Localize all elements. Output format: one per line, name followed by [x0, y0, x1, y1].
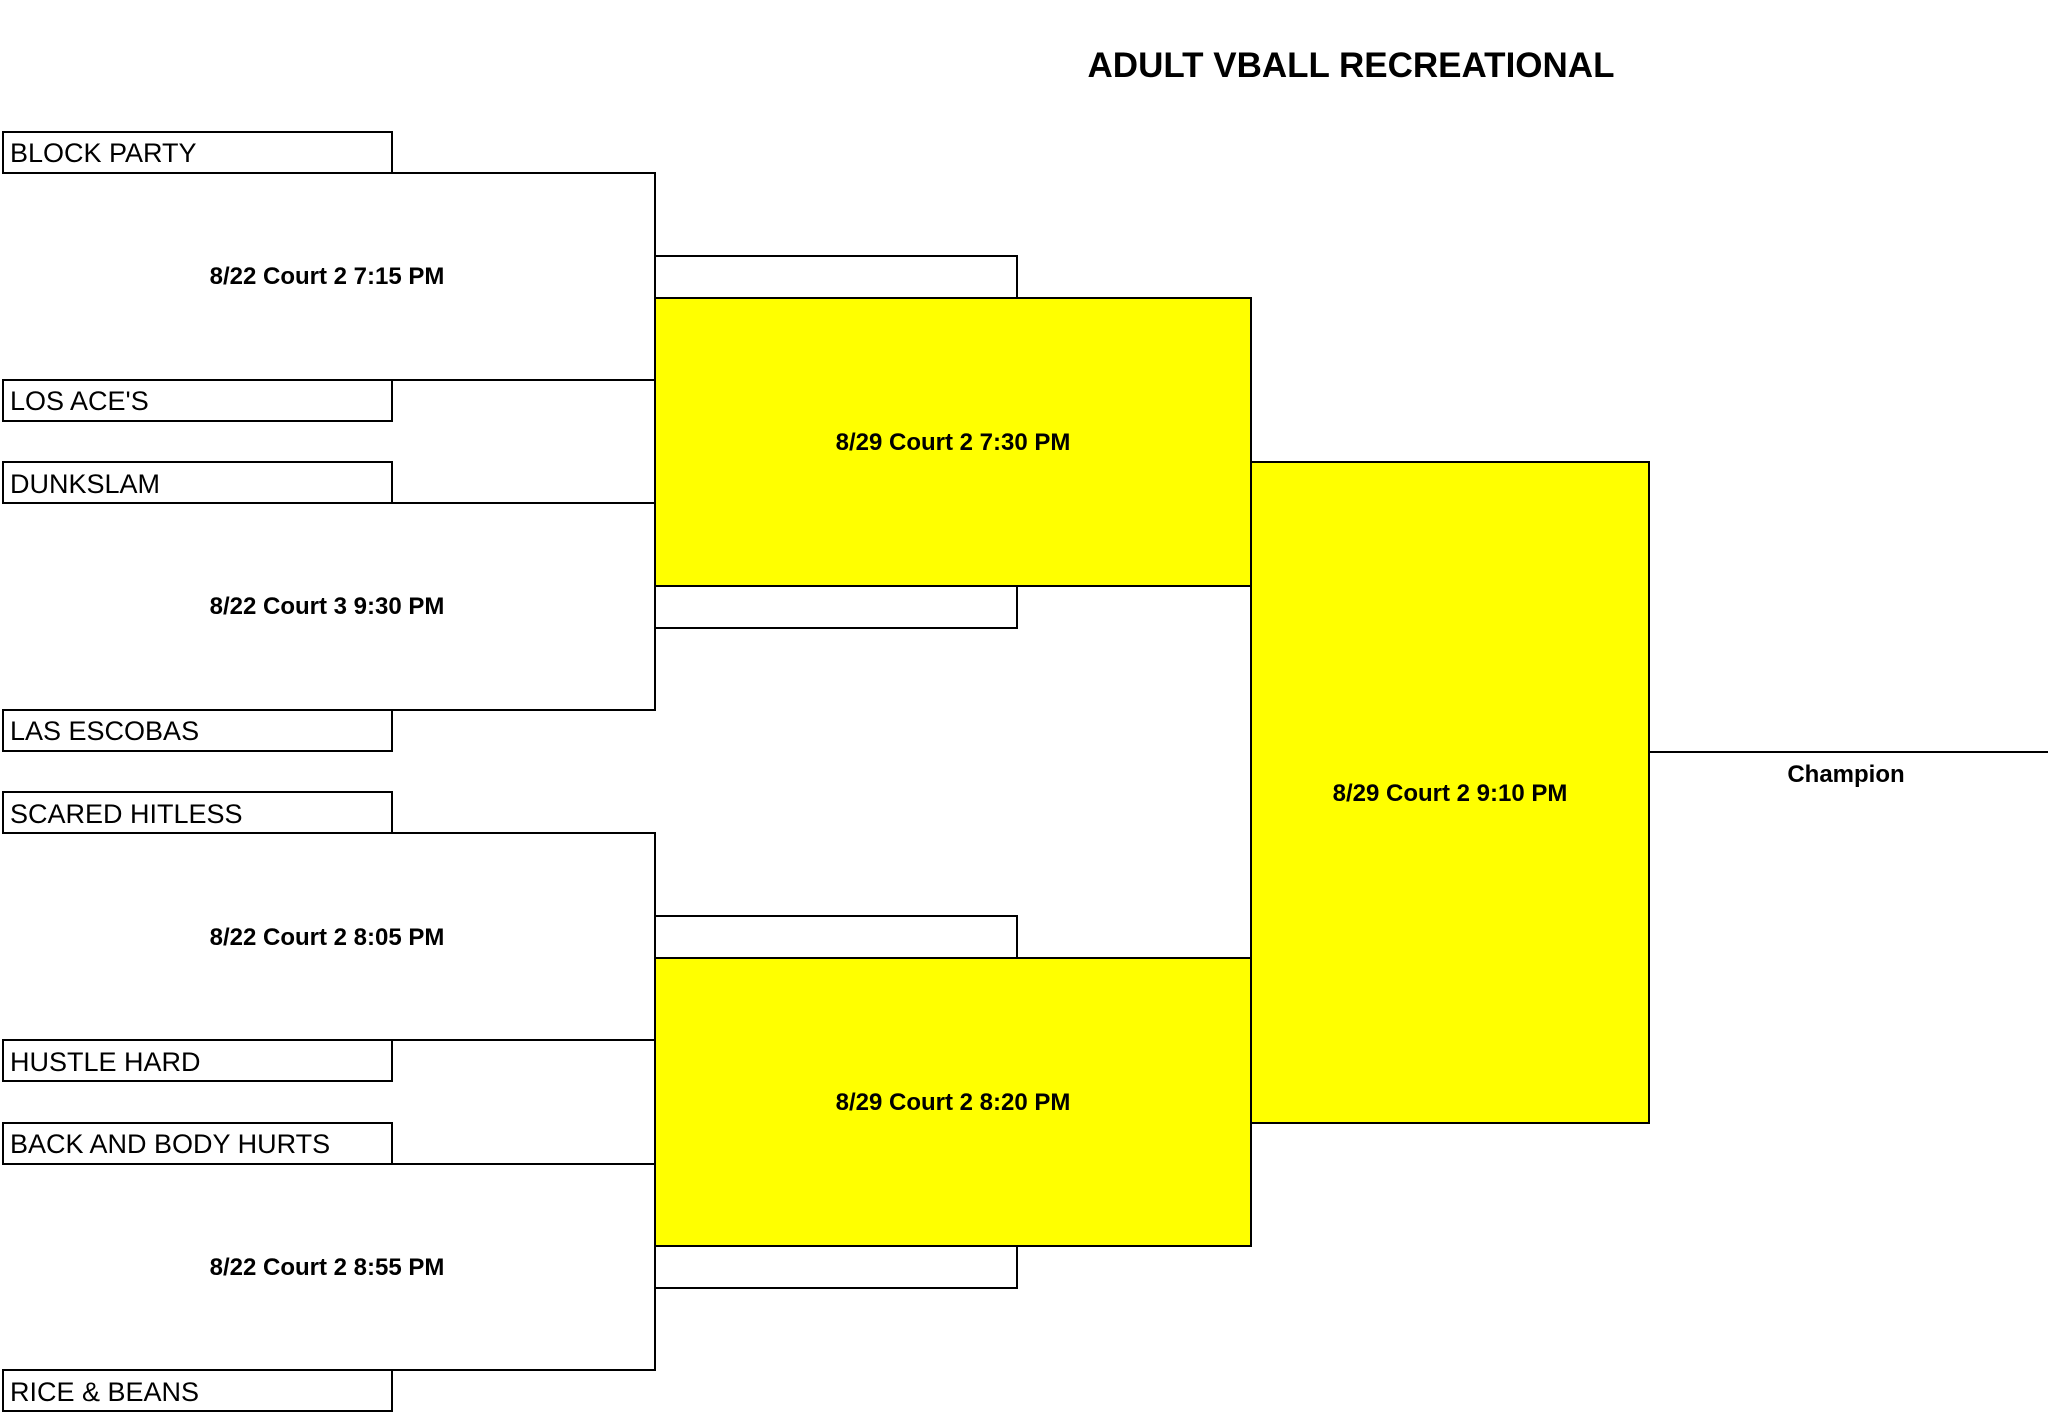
winner-slot [654, 915, 1018, 959]
game-info: 8/29 Court 2 7:30 PM [836, 429, 1071, 456]
team-slot-rice-and-beans [2, 1369, 393, 1412]
team-name: BLOCK PARTY [10, 138, 197, 168]
team-slot-block-party [2, 131, 393, 174]
winner-slot [654, 1245, 1018, 1289]
game-info: 8/22 Court 2 7:15 PM [210, 263, 445, 290]
team-name: RICE & BEANS [10, 1377, 199, 1407]
winner-slot [654, 255, 1018, 299]
team-name: DUNKSLAM [10, 469, 160, 499]
team-name: BACK AND BODY HURTS [10, 1129, 330, 1159]
game-info: 8/22 Court 2 8:55 PM [210, 1254, 445, 1281]
game-info: 8/29 Court 2 9:10 PM [1333, 780, 1568, 807]
game-info: 8/29 Court 2 8:20 PM [836, 1089, 1071, 1116]
team-slot-scared-hitless [2, 791, 393, 834]
game-info: 8/22 Court 2 8:05 PM [210, 924, 445, 951]
team-name: HUSTLE HARD [10, 1047, 201, 1077]
semifinal-box [654, 957, 1252, 1247]
team-slot-back-and-body-hurts [2, 1122, 393, 1165]
bracket-title: ADULT VBALL RECREATIONAL [1088, 46, 1615, 85]
team-slot-hustle-hard [2, 1039, 393, 1082]
winner-slot [654, 585, 1018, 629]
final-box [1250, 461, 1650, 1124]
team-name: LOS ACE'S [10, 386, 149, 416]
team-slot-dunkslam [2, 461, 393, 504]
team-slot-los-aces [2, 379, 393, 422]
team-name: LAS ESCOBAS [10, 716, 199, 746]
team-slot-las-escobas [2, 709, 393, 752]
semifinal-box [654, 297, 1252, 587]
team-name: SCARED HITLESS [10, 799, 243, 829]
champion-label: Champion [1787, 761, 1904, 788]
game-info: 8/22 Court 3 9:30 PM [210, 593, 445, 620]
